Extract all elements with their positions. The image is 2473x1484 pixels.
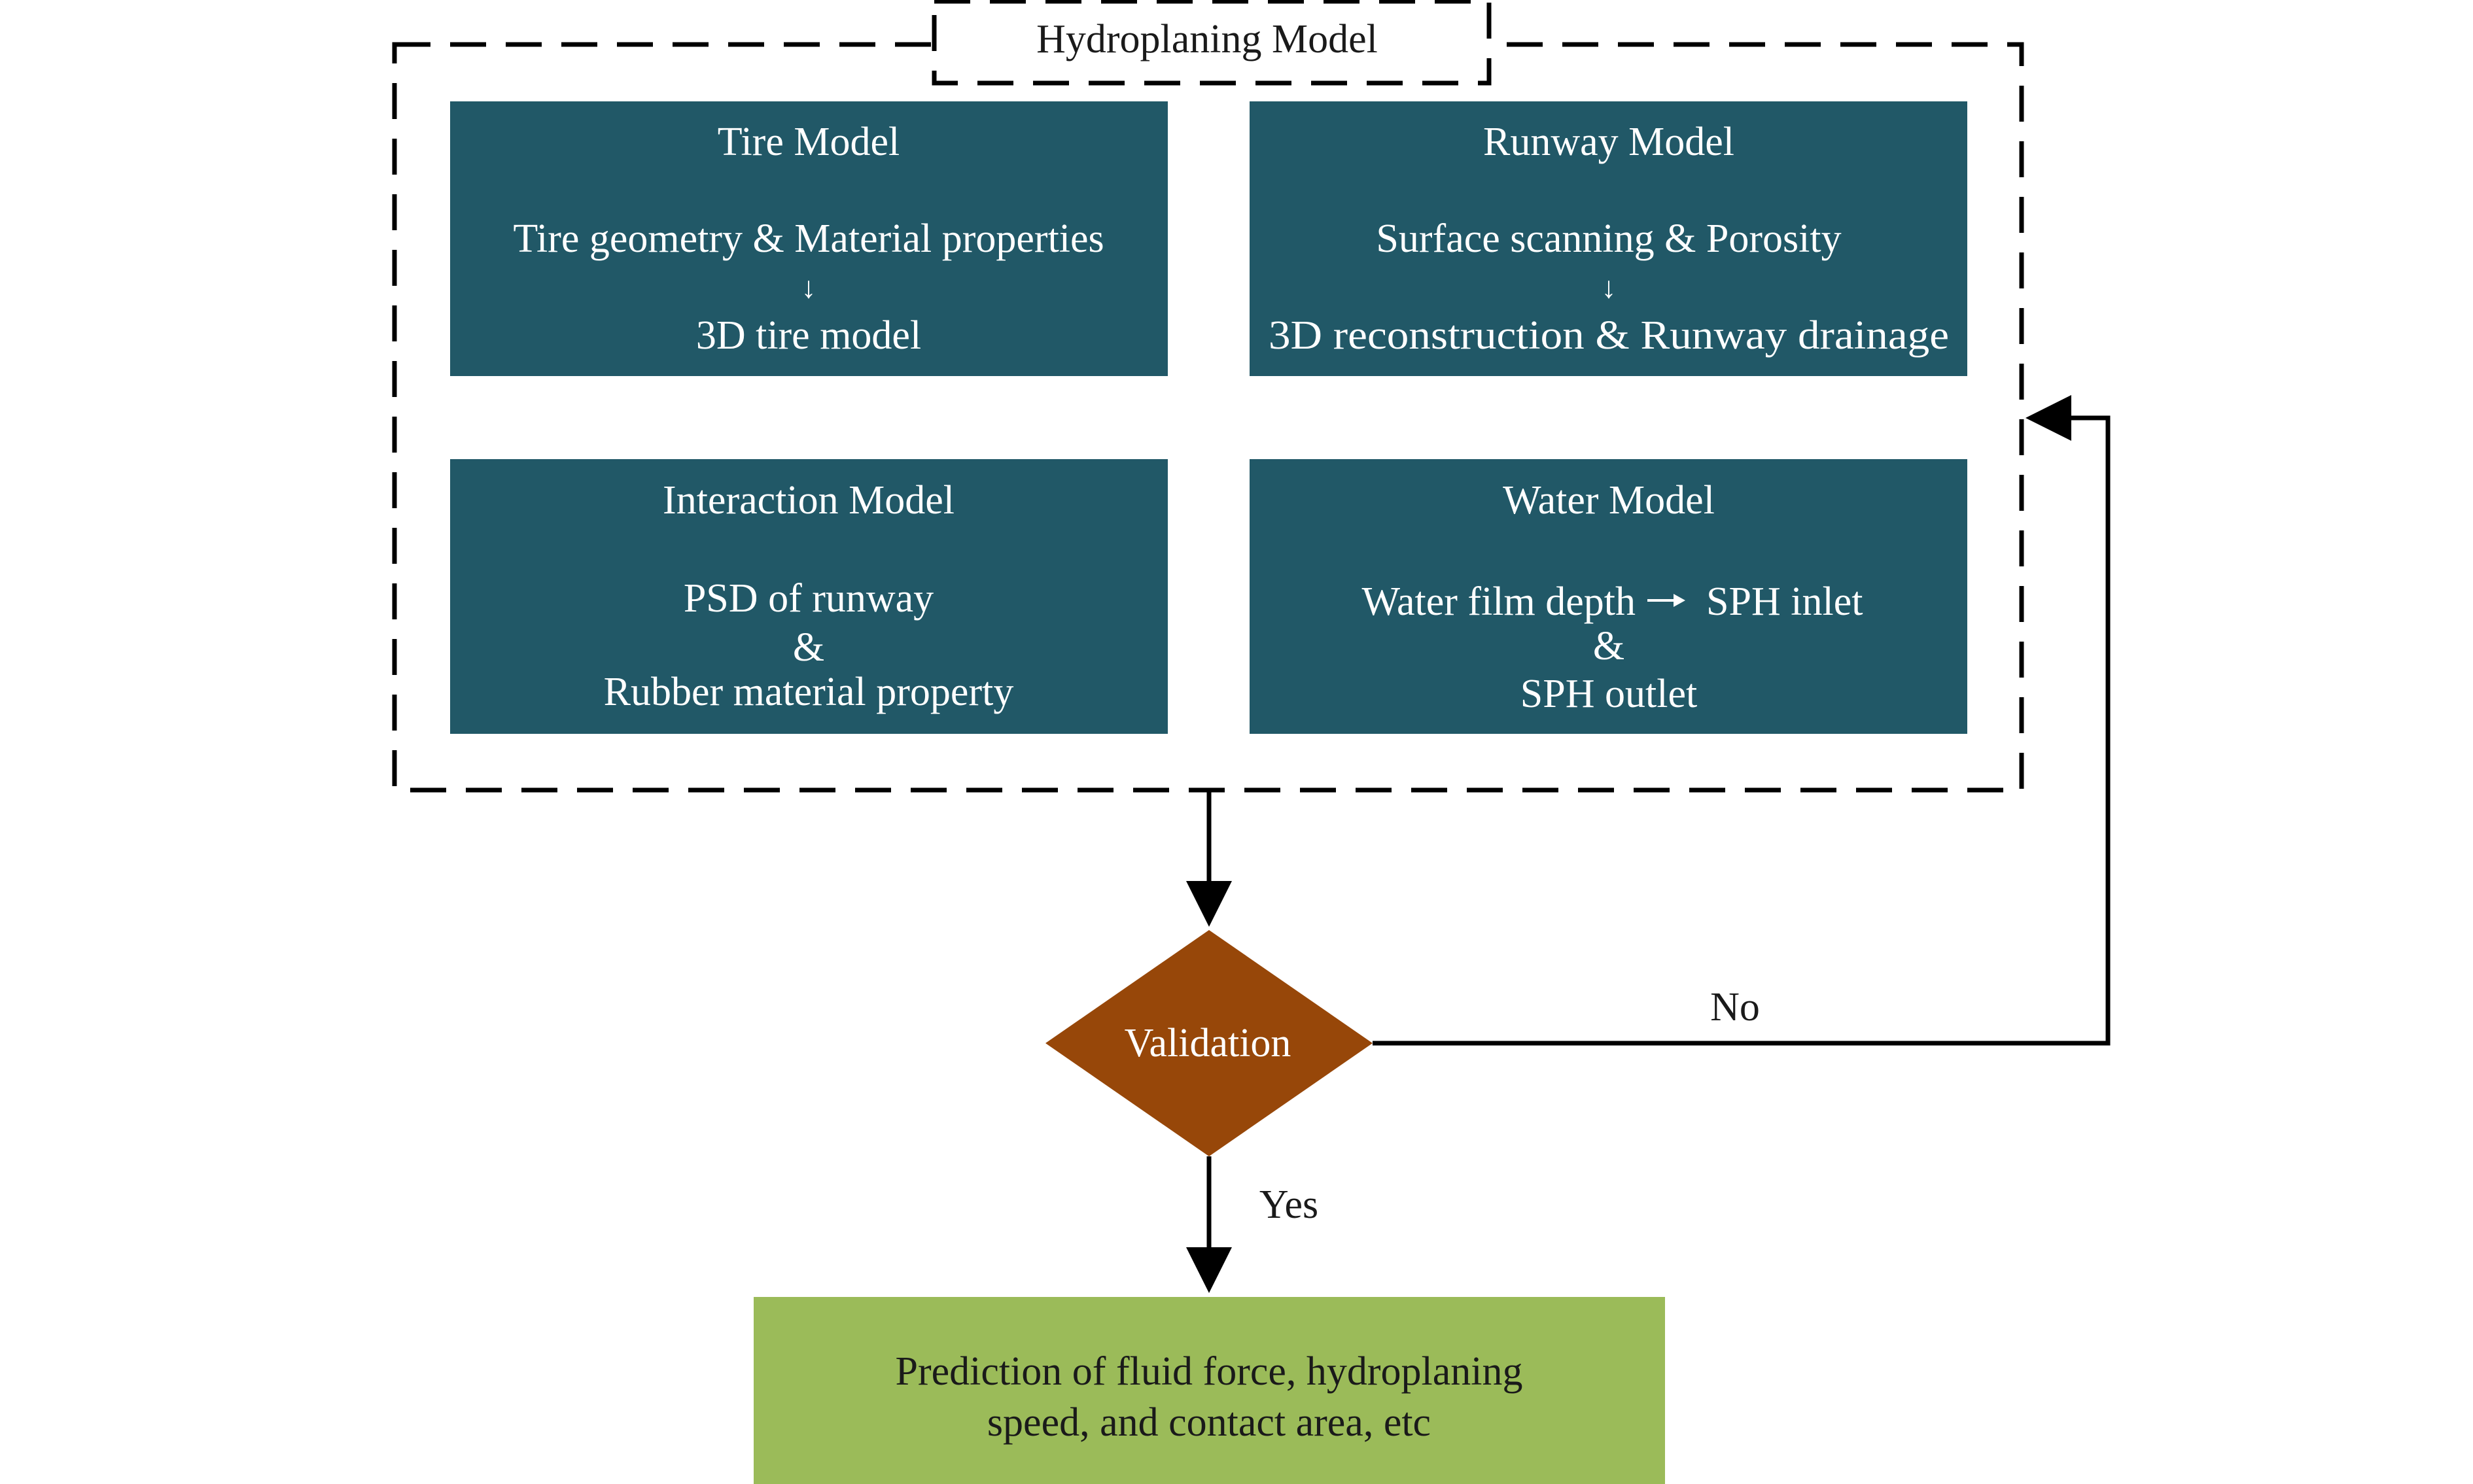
water-model-line1b: SPH inlet (1706, 579, 1863, 624)
validation-diamond (1045, 930, 1373, 1156)
runway-model-box: Runway Model Surface scanning & Porosity… (1250, 101, 1967, 376)
right-arrow-icon (1674, 594, 1685, 607)
tire-model-arrow: ↓ (801, 271, 816, 304)
runway-model-output: 3D reconstruction & Runway drainage (1269, 313, 1949, 358)
yes-label: Yes (1259, 1182, 1318, 1227)
interaction-model-box: Interaction Model PSD of runway & Rubber… (450, 459, 1168, 734)
runway-model-input: Surface scanning & Porosity (1376, 216, 1841, 261)
water-model-title: Water Model (1503, 478, 1715, 523)
runway-model-arrow: ↓ (1602, 271, 1617, 304)
interaction-model-line3: Rubber material property (604, 670, 1014, 714)
water-model-line1a: Water film depth (1361, 579, 1636, 624)
tire-model-output: 3D tire model (696, 313, 921, 358)
tire-model-box-bg (450, 101, 1168, 376)
prediction-result-box (754, 1297, 1665, 1484)
water-model-box-bg (1250, 459, 1967, 734)
runway-model-title: Runway Model (1483, 120, 1734, 164)
prediction-result-line1: Prediction of fluid force, hydroplaning (895, 1349, 1522, 1394)
interaction-model-box-bg (450, 459, 1168, 734)
tire-model-title: Tire Model (718, 120, 900, 164)
interaction-model-ampersand: & (793, 625, 824, 670)
no-label: No (1710, 985, 1760, 1029)
interaction-model-line1: PSD of runway (684, 576, 934, 621)
tire-model-box: Tire Model Tire geometry & Material prop… (450, 101, 1168, 376)
water-model-line3: SPH outlet (1520, 672, 1697, 716)
validation-label: Validation (1125, 1021, 1291, 1065)
tire-model-input: Tire geometry & Material properties (513, 216, 1104, 261)
interaction-model-title: Interaction Model (663, 478, 955, 523)
frame-title-tab (932, 0, 1492, 86)
runway-model-box-bg (1250, 101, 1967, 376)
water-model-box: Water Model Water film depth SPH inlet &… (1250, 459, 1967, 734)
prediction-result-line2: speed, and contact area, etc (987, 1400, 1431, 1445)
frame-title: Hydroplaning Model (1036, 17, 1378, 61)
water-model-ampersand: & (1593, 624, 1624, 668)
no-feedback-arrow (1373, 395, 2111, 1046)
